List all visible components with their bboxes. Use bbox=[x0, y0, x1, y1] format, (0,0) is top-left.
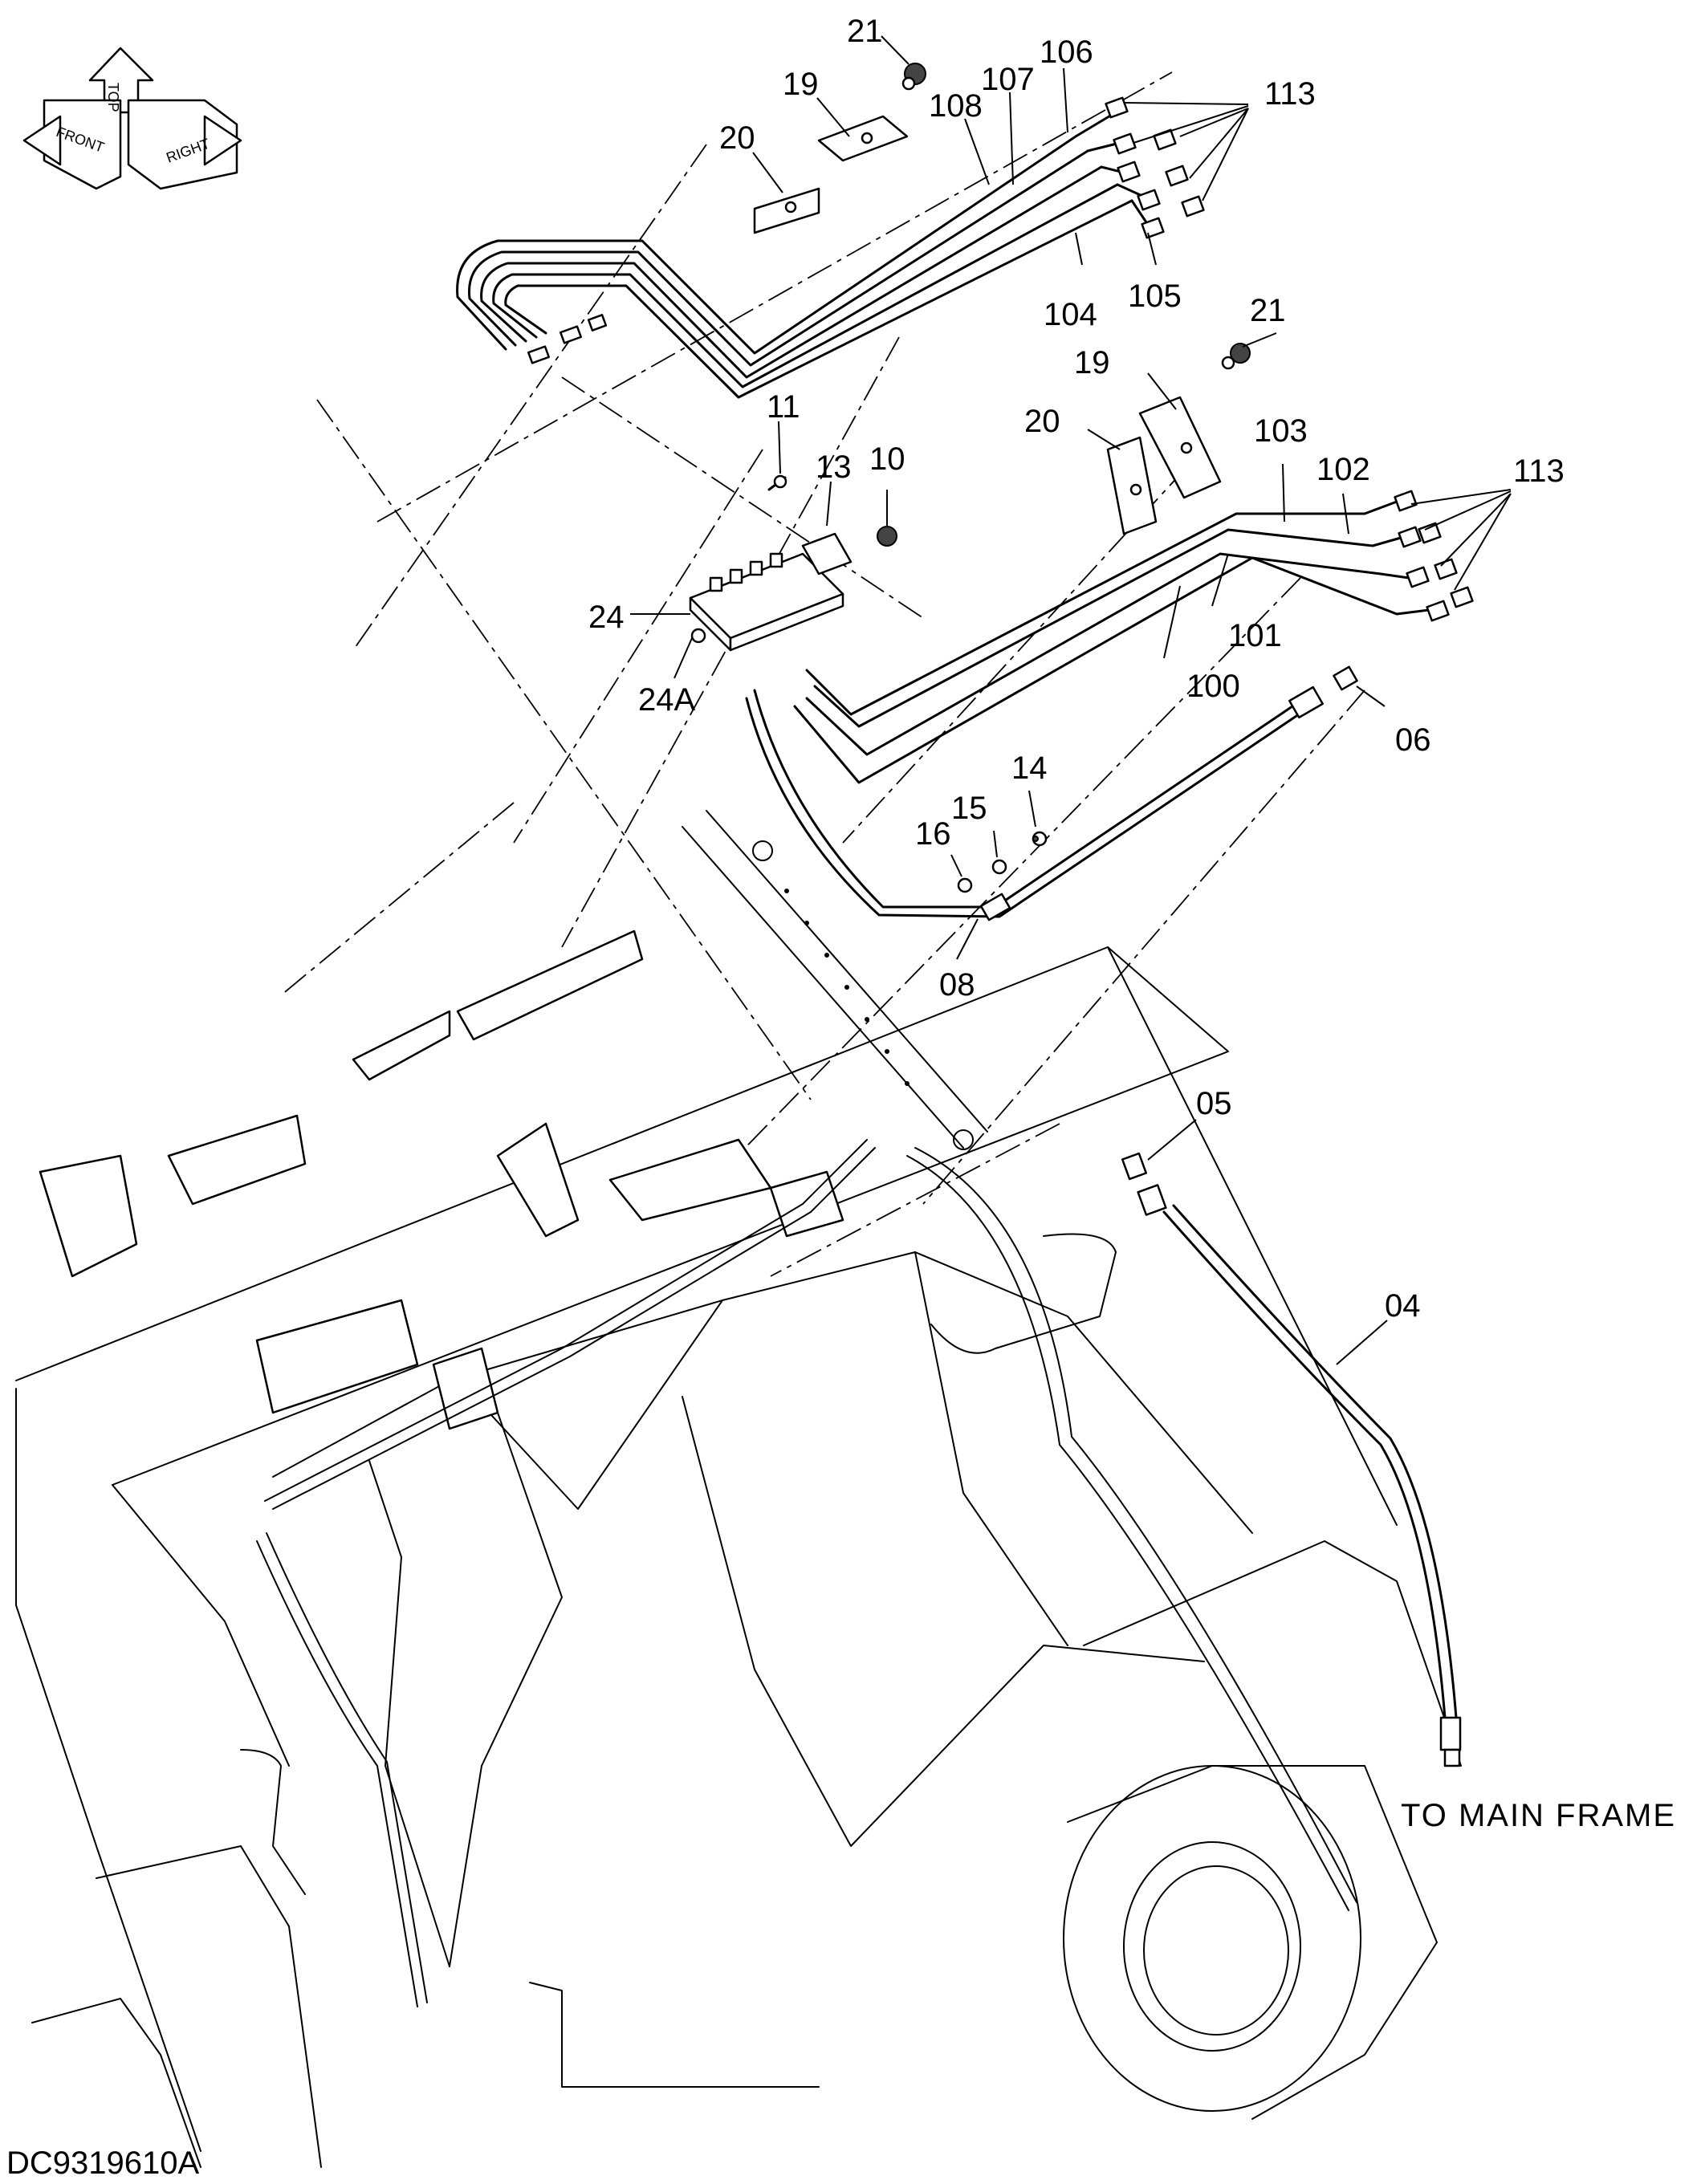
callout-06: 06 bbox=[1395, 722, 1431, 758]
callout-102: 102 bbox=[1316, 452, 1370, 487]
callout-100: 100 bbox=[1186, 669, 1240, 704]
callout-21-top: 21 bbox=[847, 14, 883, 49]
callout-113-top: 113 bbox=[1264, 76, 1316, 112]
callout-24: 24 bbox=[588, 600, 625, 635]
callouts: 21 19 20 108 107 106 113 104 105 21 19 2… bbox=[588, 14, 1565, 1324]
callout-108: 108 bbox=[929, 88, 983, 124]
callout-14: 14 bbox=[1011, 750, 1048, 786]
callout-13: 13 bbox=[816, 449, 852, 485]
callout-10: 10 bbox=[869, 441, 905, 477]
upper-clamp-assembly bbox=[753, 63, 926, 234]
callout-104: 104 bbox=[1044, 297, 1097, 332]
callout-106: 106 bbox=[1040, 35, 1093, 70]
callout-20-mid: 20 bbox=[1024, 404, 1060, 439]
callout-11: 11 bbox=[767, 389, 800, 425]
callout-19-top: 19 bbox=[783, 67, 819, 102]
document-id: DC9319610A bbox=[6, 2145, 199, 2181]
callout-107: 107 bbox=[981, 62, 1035, 97]
middle-clamp-assembly bbox=[1106, 343, 1251, 535]
boom-structure bbox=[15, 810, 1462, 2168]
orientation-arrows-icon: TOP FRONT RIGHT bbox=[22, 47, 242, 190]
callout-24a: 24A bbox=[638, 682, 695, 718]
callout-105: 105 bbox=[1128, 279, 1182, 314]
middle-tube-bundle bbox=[793, 490, 1474, 784]
callout-21-mid: 21 bbox=[1250, 293, 1286, 328]
hose-assembly-main bbox=[1121, 1152, 1462, 1767]
callout-20-top: 20 bbox=[719, 120, 755, 156]
manifold-block bbox=[689, 474, 897, 652]
callout-05: 05 bbox=[1196, 1086, 1232, 1121]
hose-assembly-upper bbox=[745, 665, 1358, 921]
callout-103: 103 bbox=[1254, 413, 1308, 449]
callout-19-mid: 19 bbox=[1074, 345, 1110, 380]
orientation-label-top: TOP bbox=[105, 83, 121, 112]
callout-113-mid: 113 bbox=[1513, 453, 1565, 489]
assembly-centerlines bbox=[280, 71, 1365, 1277]
callout-15: 15 bbox=[951, 791, 987, 826]
callout-08: 08 bbox=[939, 967, 975, 1003]
callout-101: 101 bbox=[1228, 618, 1282, 653]
upper-tube-bundle bbox=[456, 96, 1205, 399]
callout-16: 16 bbox=[915, 816, 951, 852]
to-main-frame-note: TO MAIN FRAME bbox=[1401, 1798, 1676, 1833]
callout-04: 04 bbox=[1385, 1288, 1421, 1324]
leader-lines bbox=[630, 35, 1512, 1365]
